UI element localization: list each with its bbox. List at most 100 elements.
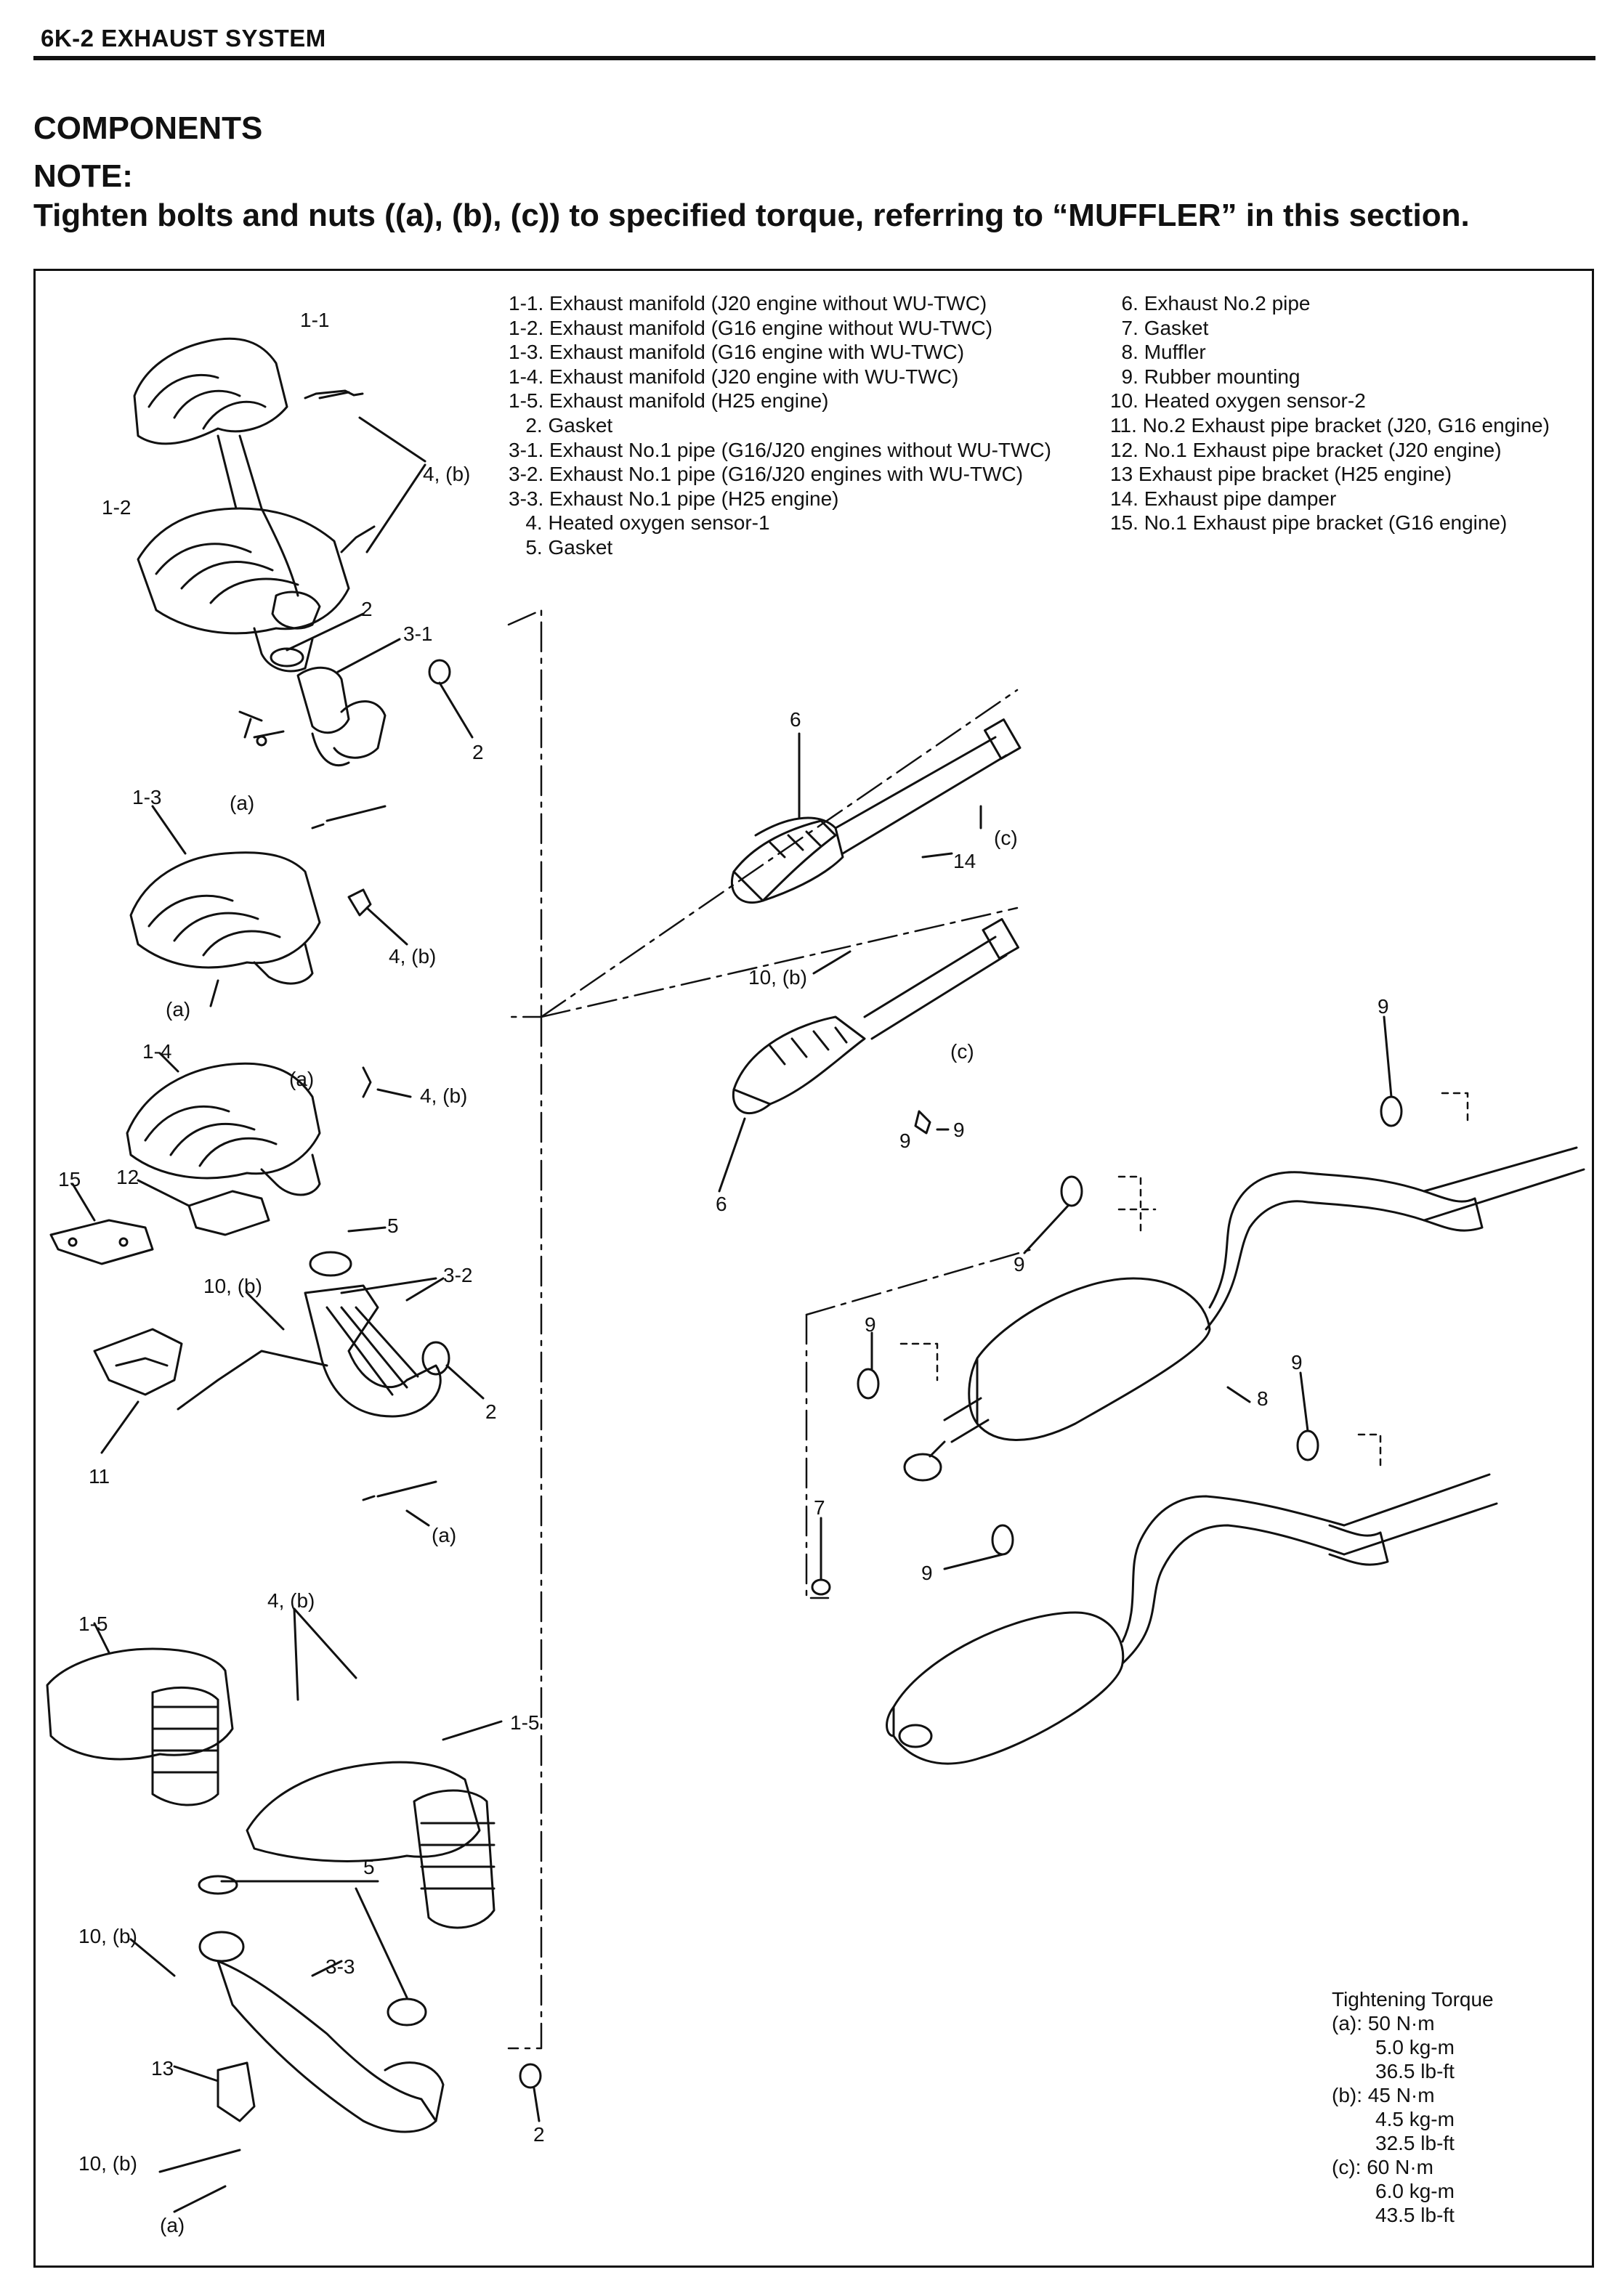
routing-line-left: [507, 609, 543, 2050]
gasket-7: [811, 1578, 831, 1596]
callout-a-5: (a): [160, 2214, 185, 2236]
callout-9-c: 9: [1014, 1253, 1025, 1275]
leader-3-2: [405, 1277, 445, 1302]
callout-a-4: (a): [432, 1524, 457, 1546]
leader-9a: [1383, 1015, 1393, 1098]
legend-item: 1-5. Exhaust manifold (H25 engine): [509, 389, 829, 413]
callout-6-b: 6: [716, 1193, 727, 1215]
leader-9e: [1299, 1371, 1309, 1432]
callout-11: 11: [89, 1465, 110, 1488]
leader-1-4: [158, 1052, 179, 1073]
callout-1-2: 1-2: [102, 496, 132, 519]
legend-item: 2. Gasket: [509, 413, 613, 437]
callout-a-3: (a): [289, 1068, 315, 1090]
legend-item: 12. No.1 Exhaust pipe bracket (J20 engin…: [1110, 438, 1502, 461]
callout-4b-d: 4, (b): [267, 1589, 315, 1612]
callout-9-f: 9: [921, 1562, 933, 1584]
callout-5-b: 5: [363, 1856, 375, 1878]
torque-c-kgm: 6.0 kg-m: [1375, 2180, 1455, 2202]
leader-14: [921, 852, 953, 859]
leader-12: [137, 1179, 190, 1207]
leader-9f: [943, 1553, 1004, 1570]
manifold-1-1: [133, 337, 364, 630]
leader-4b-5a: [293, 1607, 299, 1701]
legend-item: 8. Muffler: [1110, 341, 1206, 364]
callout-3-2: 3-2: [443, 1264, 473, 1286]
routing-line-middle: [540, 689, 1033, 1599]
callout-2-c: 2: [485, 1400, 497, 1423]
bolts-a-lower: [362, 1480, 437, 1501]
note-label: NOTE:: [33, 158, 133, 194]
leader-5b-b: [355, 1887, 408, 1999]
callout-3-3: 3-3: [325, 1955, 355, 1978]
leader-2c: [533, 2087, 541, 2122]
callout-3-1: 3-1: [403, 622, 433, 645]
callout-2-d: 2: [533, 2123, 545, 2146]
leader-8: [1226, 1386, 1251, 1403]
legend-item: 10. Heated oxygen sensor-2: [1110, 389, 1366, 413]
legend-item: 1-4. Exhaust manifold (J20 engine with W…: [509, 365, 959, 388]
bolts-a-upper: [238, 710, 387, 829]
callout-8: 8: [1257, 1387, 1269, 1410]
callout-10b-a: 10, (b): [203, 1275, 262, 1297]
callout-a-1: (a): [230, 792, 255, 814]
callout-a-2: (a): [166, 998, 191, 1021]
legend-item: 14. Exhaust pipe damper: [1110, 487, 1337, 510]
callout-5-a: 5: [387, 1214, 399, 1237]
callout-12: 12: [116, 1166, 139, 1188]
page-header: 6K-2 EXHAUST SYSTEM: [33, 25, 1595, 60]
callout-2-a: 2: [361, 598, 373, 620]
legend-item: 11. No.2 Exhaust pipe bracket (J20, G16 …: [1110, 413, 1550, 437]
callout-4b-a: 4, (b): [423, 463, 471, 485]
leader-1-5b: [442, 1720, 503, 1741]
torque-a-value: (a): 50 N·m: [1332, 2012, 1435, 2035]
leader-1-5a: [93, 1622, 110, 1654]
leader-2b: [445, 1364, 485, 1400]
leader-4b-2: [365, 463, 426, 553]
torque-b-lbft: 32.5 lb-ft: [1375, 2132, 1455, 2154]
callout-9-a: 9: [1378, 995, 1389, 1018]
muffler-upper: [903, 1146, 1585, 1482]
torque-title: Tightening Torque: [1332, 1988, 1494, 2011]
legend-item: 7. Gasket: [1110, 316, 1209, 339]
callout-9-g: 9: [899, 1129, 911, 1152]
legend-item: 6. Exhaust No.2 pipe: [1110, 292, 1311, 315]
leader-4b-1: [358, 416, 426, 463]
note-text: Tighten bolts and nuts ((a), (b), (c)) t…: [33, 198, 1470, 233]
callout-2-b: 2: [472, 741, 484, 763]
exhaust-no2-pipe-lower: [732, 917, 1019, 1114]
manifold-1-5-right: [246, 1761, 495, 1929]
leader-1-3: [151, 805, 187, 855]
bracket-12: [187, 1190, 270, 1236]
pipe-3-2: [304, 1251, 450, 1418]
manifold-1-3: [129, 851, 372, 985]
pipe-3-3: [198, 1931, 542, 2133]
leader-4b-5b: [293, 1607, 357, 1679]
torque-a-lbft: 36.5 lb-ft: [1375, 2060, 1455, 2082]
legend-item: 3-3. Exhaust No.1 pipe (H25 engine): [509, 487, 839, 510]
leader-a-1: [209, 979, 219, 1007]
callout-9-d: 9: [865, 1313, 876, 1336]
manifold-1-4: [126, 1062, 372, 1196]
header-text: 6K-2 EXHAUST SYSTEM: [41, 25, 326, 52]
callout-14: 14: [953, 850, 976, 872]
leader-10b-2: [129, 1938, 176, 1977]
torque-c-lbft: 43.5 lb-ft: [1375, 2204, 1455, 2226]
bracket-11: [93, 1328, 183, 1396]
callout-6-a: 6: [790, 708, 801, 731]
callout-c-2: (c): [950, 1040, 974, 1063]
diagram-frame: [33, 269, 1594, 2268]
leader-10b-1: [246, 1291, 285, 1331]
leader-15: [71, 1183, 96, 1222]
leader-4b-4: [376, 1088, 412, 1098]
bracket-13: [217, 2061, 256, 2122]
section-title: COMPONENTS: [33, 110, 263, 146]
leader-6b: [718, 1117, 746, 1193]
callout-9-e: 9: [1291, 1351, 1303, 1374]
callout-10b-d: 10, (b): [78, 2152, 137, 2175]
leader-4b-3: [365, 906, 408, 946]
legend-item: 13 Exhaust pipe bracket (H25 engine): [1110, 463, 1452, 486]
leader-3-3: [311, 1960, 343, 1977]
tightening-torque: Tightening Torque (a): 50 N·m 5.0 kg-m 3…: [1332, 1987, 1494, 2227]
